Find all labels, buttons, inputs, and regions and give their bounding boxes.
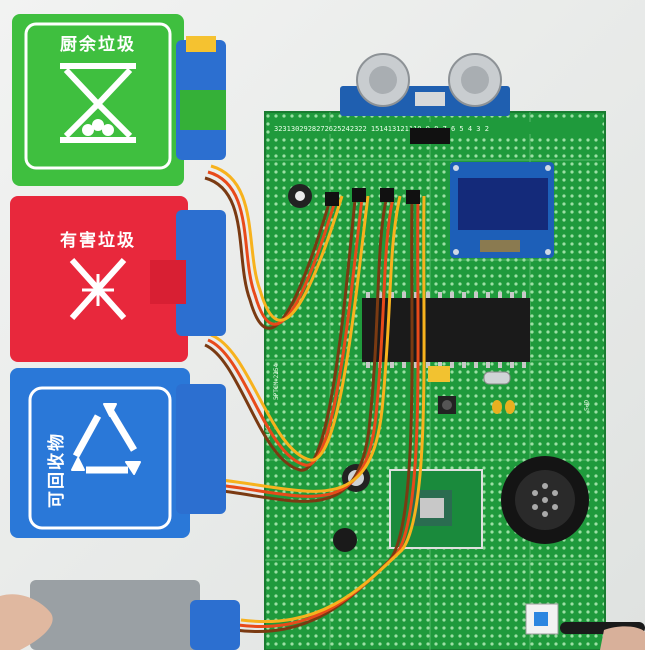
pin-header-label: 3231302928272625242322 151413121110 9 8 … bbox=[274, 125, 489, 133]
servo-4 bbox=[190, 600, 240, 650]
hazard-x-icon bbox=[69, 257, 127, 321]
board-side-label-left: 5PTCM-2254 bbox=[273, 363, 280, 400]
oled-display bbox=[450, 162, 554, 258]
servo-3 bbox=[176, 384, 226, 514]
bin-label-hazardous: 有害垃圾 bbox=[60, 230, 136, 251]
gray-bin-partial bbox=[30, 580, 200, 650]
bin-hazardous-waste: 有害垃圾 bbox=[10, 196, 226, 362]
board-corner-label: P108 bbox=[265, 425, 272, 440]
crystal-oscillator bbox=[483, 371, 511, 385]
board-side-label-right: GPS bbox=[582, 400, 589, 411]
bin-label-food: 厨余垃圾 bbox=[60, 34, 136, 55]
pin-header bbox=[410, 128, 450, 144]
servo-2 bbox=[176, 210, 226, 336]
bin-food-waste: 厨余垃圾 bbox=[12, 14, 226, 186]
bin-label-recyclable: 可回收物 bbox=[46, 432, 67, 508]
capacitor-dark bbox=[333, 528, 357, 552]
hand-left bbox=[0, 594, 53, 650]
servo-connectors bbox=[325, 188, 420, 206]
recycle-icon bbox=[71, 403, 141, 475]
servo-wires bbox=[204, 164, 426, 633]
yellow-jumper bbox=[428, 366, 450, 382]
capacitor-b bbox=[505, 400, 515, 414]
capacitor-a bbox=[492, 400, 502, 414]
bin-recyclable: 可回收物 bbox=[10, 368, 226, 538]
ultrasonic-sensor bbox=[340, 53, 510, 116]
hourglass-food-icon bbox=[60, 63, 136, 143]
hand-right bbox=[600, 626, 645, 650]
speaker bbox=[501, 456, 589, 544]
